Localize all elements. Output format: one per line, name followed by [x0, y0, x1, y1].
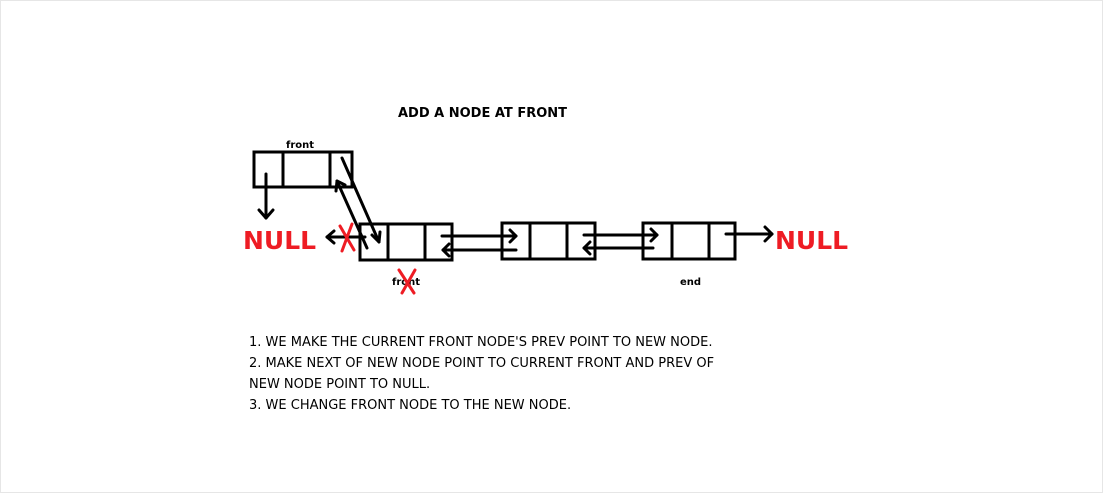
- step-1: 1. WE MAKE THE CURRENT FRONT NODE'S PREV…: [249, 335, 713, 350]
- end-label: end: [680, 277, 701, 288]
- cross-icon: [338, 222, 356, 253]
- null-right: NULL: [775, 226, 848, 255]
- step-2: 2. MAKE NEXT OF NEW NODE POINT TO CURREN…: [249, 356, 715, 371]
- new-node: [252, 150, 354, 189]
- new-front-label: front: [286, 140, 314, 151]
- next-to-null-arrow: [724, 225, 774, 243]
- new-next-arrow: [340, 156, 382, 244]
- steps-list: 1. WE MAKE THE CURRENT FRONT NODE'S PREV…: [249, 332, 714, 416]
- link-1-2: [440, 228, 518, 258]
- node-2: [500, 221, 597, 261]
- step-3: 3. WE CHANGE FRONT NODE TO THE NEW NODE.: [249, 398, 572, 413]
- prev-to-null-arrow: [257, 172, 275, 220]
- step-2-cont: NEW NODE POINT TO NULL.: [249, 377, 431, 392]
- node-1: [358, 222, 454, 262]
- cross-icon: [397, 268, 417, 295]
- diagram-title: ADD A NODE AT FRONT: [398, 106, 567, 121]
- node-3: [641, 221, 737, 261]
- null-left: NULL: [243, 226, 316, 255]
